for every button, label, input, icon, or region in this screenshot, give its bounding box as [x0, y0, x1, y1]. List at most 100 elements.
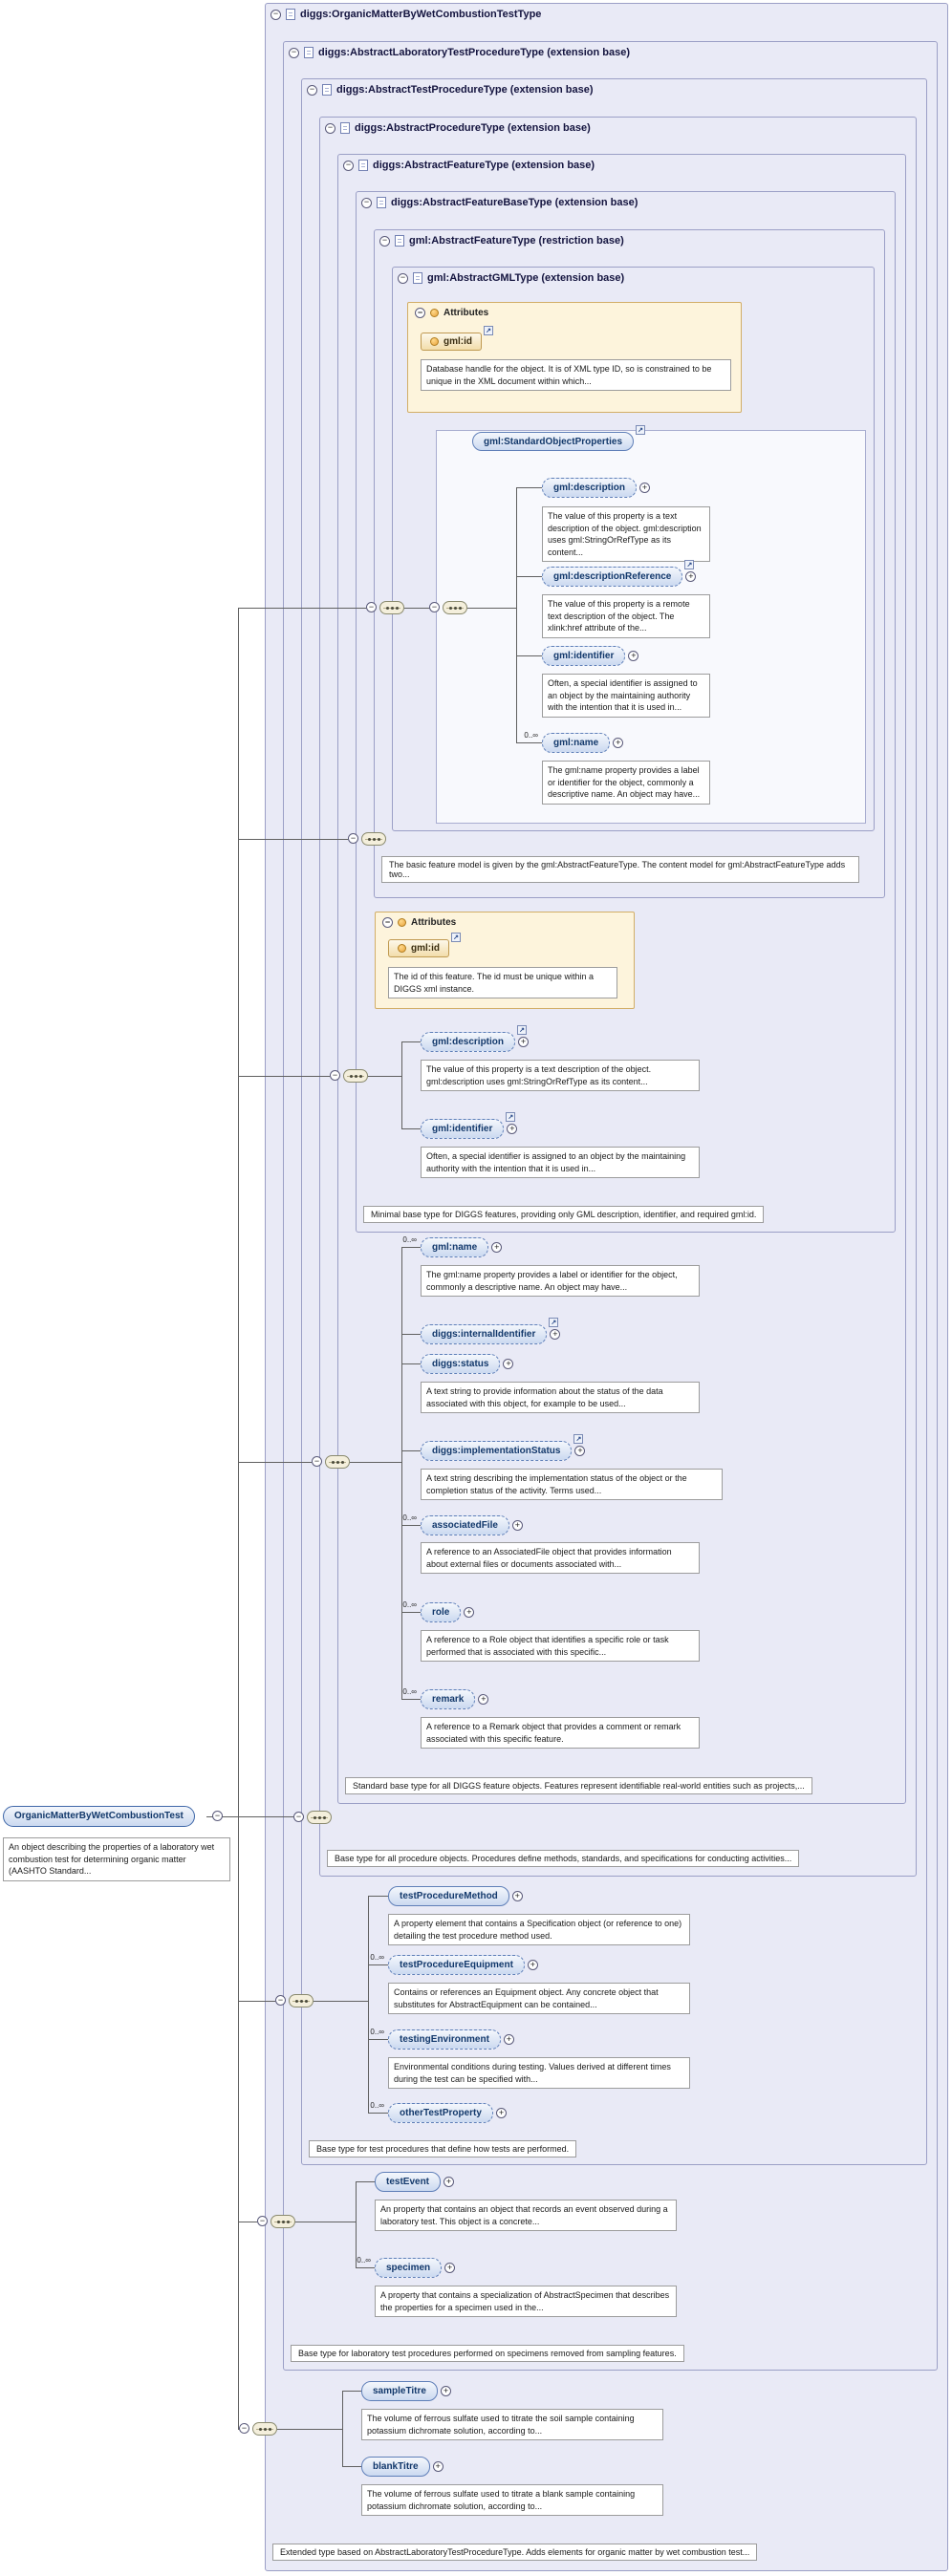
- collapse-toggle-icon[interactable]: [379, 235, 390, 247]
- element-chip-gml-description-reference[interactable]: gml:descriptionReference: [542, 560, 695, 587]
- collapse-toggle-icon[interactable]: [361, 197, 372, 208]
- group-chip-standard-object-properties[interactable]: gml:StandardObjectProperties: [472, 425, 646, 451]
- expand-toggle-icon[interactable]: [503, 2034, 514, 2045]
- expand-toggle-icon[interactable]: [613, 738, 624, 748]
- connector-line: [277, 2429, 342, 2430]
- sequence-compositor-icon[interactable]: [252, 2422, 277, 2436]
- expand-toggle-icon[interactable]: [574, 1446, 586, 1456]
- expand-toggle-icon[interactable]: [685, 571, 697, 582]
- element-chip-test-procedure-method[interactable]: testProcedureMethod: [388, 1886, 509, 1906]
- typebox-header-l3: diggs:AbstractTestProcedureType (extensi…: [307, 82, 594, 97]
- element-label: testProcedureMethod: [400, 1891, 498, 1901]
- element-chip-sample-titre[interactable]: sampleTitre: [361, 2381, 438, 2401]
- goto-definition-icon[interactable]: [484, 326, 493, 335]
- sequence-compositor-icon[interactable]: [343, 1069, 368, 1083]
- collapse-toggle-icon[interactable]: [289, 47, 299, 58]
- goto-definition-icon[interactable]: [506, 1112, 516, 1122]
- sequence-compositor-icon[interactable]: [307, 1811, 332, 1824]
- collapse-toggle-icon[interactable]: [330, 1070, 340, 1081]
- element-chip-implementation-status[interactable]: diggs:implementationStatus: [421, 1434, 584, 1461]
- goto-definition-icon[interactable]: [451, 933, 461, 942]
- expand-toggle-icon[interactable]: [495, 2108, 507, 2118]
- expand-toggle-icon[interactable]: [464, 1607, 475, 1618]
- goto-definition-icon[interactable]: [636, 425, 646, 435]
- goto-definition-icon[interactable]: [517, 1025, 528, 1035]
- goto-definition-icon[interactable]: [684, 560, 695, 569]
- collapse-toggle-icon[interactable]: [348, 833, 358, 844]
- collapse-toggle-icon[interactable]: [293, 1812, 304, 1822]
- collapse-toggle-icon[interactable]: [398, 272, 408, 284]
- element-chip-gml-name[interactable]: gml:name: [421, 1237, 489, 1257]
- element-chip-internal-identifier[interactable]: diggs:internalIdentifier: [421, 1318, 559, 1344]
- expand-toggle-icon[interactable]: [511, 1520, 523, 1531]
- typebox-header-l1: diggs:OrganicMatterByWetCombustionTestTy…: [270, 7, 541, 22]
- element-status: diggs:status: [421, 1354, 514, 1374]
- expand-toggle-icon[interactable]: [440, 2386, 451, 2396]
- element-label: OrganicMatterByWetCombustionTest: [14, 1811, 184, 1821]
- element-blank-titre: blankTitre: [361, 2457, 444, 2477]
- element-chip-role[interactable]: role: [421, 1602, 462, 1622]
- element-chip-specimen[interactable]: specimen: [375, 2258, 443, 2278]
- expand-toggle-icon[interactable]: [507, 1124, 518, 1134]
- goto-definition-icon[interactable]: [573, 1434, 584, 1444]
- collapse-toggle-icon[interactable]: [257, 2216, 268, 2226]
- sequence-compositor-icon[interactable]: [379, 601, 404, 614]
- attribute-gml-id[interactable]: gml:id: [421, 326, 493, 351]
- element-chip-test-procedure-equipment[interactable]: testProcedureEquipment: [388, 1955, 525, 1975]
- complextype-icon: [358, 160, 368, 171]
- element-chip-status[interactable]: diggs:status: [421, 1354, 501, 1374]
- sequence-compositor-icon[interactable]: [289, 1994, 314, 2007]
- collapse-toggle-icon[interactable]: [239, 2423, 249, 2434]
- element-chip-other-test-property[interactable]: otherTestProperty: [388, 2103, 493, 2123]
- element-chip-blank-titre[interactable]: blankTitre: [361, 2457, 430, 2477]
- element-chip-gml-description[interactable]: gml:description: [542, 478, 638, 498]
- element-chip-organic-matter-by-wet-combustion-test[interactable]: OrganicMatterByWetCombustionTest: [3, 1805, 195, 1827]
- sequence-compositor-icon[interactable]: [361, 832, 386, 846]
- typebox-label: diggs:AbstractLaboratoryTestProcedureTyp…: [318, 47, 630, 58]
- expand-toggle-icon[interactable]: [639, 483, 651, 493]
- element-chip-test-event[interactable]: testEvent: [375, 2172, 442, 2192]
- expand-toggle-icon[interactable]: [478, 1694, 489, 1705]
- goto-definition-icon[interactable]: [549, 1318, 559, 1327]
- expand-toggle-icon[interactable]: [432, 2461, 444, 2472]
- collapse-toggle-icon[interactable]: [415, 308, 425, 318]
- attributes-title: Attributes: [411, 917, 457, 928]
- expand-toggle-icon[interactable]: [444, 2177, 455, 2187]
- sequence-compositor-icon[interactable]: [443, 601, 467, 614]
- connector-line: [516, 487, 542, 488]
- collapse-toggle-icon[interactable]: [325, 122, 335, 134]
- collapse-toggle-icon[interactable]: [275, 1995, 286, 2006]
- element-chip-testing-environment[interactable]: testingEnvironment: [388, 2029, 501, 2050]
- attribute-gml-id[interactable]: gml:id: [388, 933, 461, 957]
- expand-toggle-icon[interactable]: [444, 2263, 456, 2273]
- collapse-toggle-icon[interactable]: [429, 602, 440, 612]
- occurrence-label: 0..∞: [402, 1513, 417, 1522]
- element-chip-gml-identifier[interactable]: gml:identifier: [421, 1112, 516, 1139]
- collapse-toggle-icon[interactable]: [366, 602, 377, 612]
- attribute-icon: [398, 944, 406, 953]
- expand-toggle-icon[interactable]: [550, 1329, 561, 1340]
- collapse-toggle-icon[interactable]: [212, 1811, 223, 1821]
- collapse-toggle-icon[interactable]: [382, 917, 393, 928]
- expand-toggle-icon[interactable]: [628, 651, 639, 661]
- expand-toggle-icon[interactable]: [491, 1242, 503, 1253]
- element-chip-associated-file[interactable]: associatedFile: [421, 1515, 509, 1535]
- expand-toggle-icon[interactable]: [518, 1037, 530, 1047]
- element-chip-gml-identifier[interactable]: gml:identifier: [542, 646, 626, 666]
- element-chip-gml-name[interactable]: gml:name: [542, 733, 611, 753]
- expand-toggle-icon[interactable]: [511, 1891, 523, 1901]
- collapse-toggle-icon[interactable]: [270, 9, 281, 20]
- attribute-label: gml:id: [411, 943, 440, 954]
- element-chip-remark[interactable]: remark: [421, 1689, 476, 1709]
- sequence-compositor-icon[interactable]: [325, 1455, 350, 1469]
- collapse-toggle-icon[interactable]: [312, 1456, 322, 1467]
- element-chip-gml-description[interactable]: gml:description: [421, 1025, 528, 1052]
- typebox-label: diggs:AbstractProcedureType (extension b…: [355, 122, 591, 134]
- collapse-toggle-icon[interactable]: [343, 160, 354, 171]
- sequence-compositor-icon[interactable]: [270, 2215, 295, 2228]
- root-element: OrganicMatterByWetCombustionTest: [3, 1805, 195, 1827]
- collapse-toggle-icon[interactable]: [307, 84, 317, 96]
- expand-toggle-icon[interactable]: [527, 1960, 538, 1970]
- element-label: testEvent: [386, 2177, 430, 2187]
- expand-toggle-icon[interactable]: [503, 1359, 514, 1369]
